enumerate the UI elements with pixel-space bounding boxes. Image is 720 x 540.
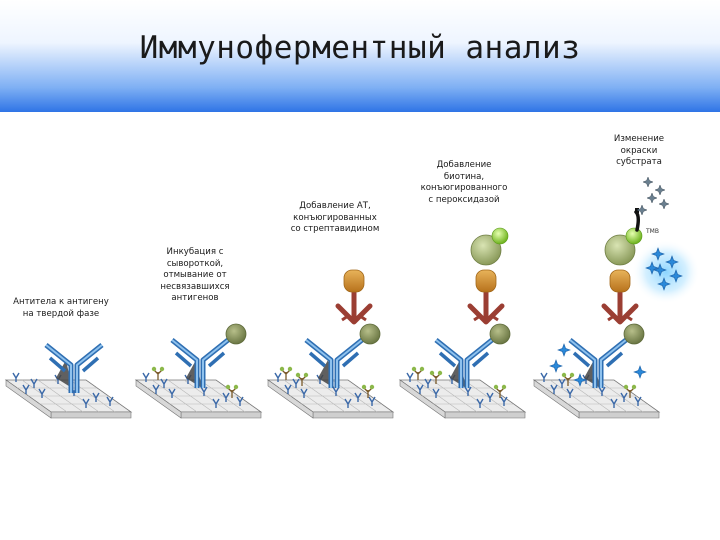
caption-line: Добавление bbox=[436, 160, 492, 170]
step-caption-3: Добавление АТ, конъюгированных со стрепт… bbox=[280, 201, 390, 236]
step-2-plate bbox=[135, 323, 262, 419]
caption-line: Изменение bbox=[613, 134, 665, 144]
step-caption-4: Добавление биотина, конъюгированного с п… bbox=[408, 160, 520, 206]
step-4-plate bbox=[399, 227, 526, 419]
caption-line: с пероксидазой bbox=[428, 194, 500, 205]
caption-line: отмывание от bbox=[163, 270, 227, 281]
caption-line: Антитела к антигену bbox=[13, 297, 109, 307]
step-caption-2: Инкубация с сывороткой, отмывание от нес… bbox=[150, 247, 240, 305]
caption-line: субстрата bbox=[616, 157, 662, 168]
caption-line: биотина, bbox=[443, 171, 485, 182]
caption-line: Добавление АТ, bbox=[299, 201, 371, 211]
caption-line: конъюгированного bbox=[420, 183, 508, 194]
caption-line: на твердой фазе bbox=[22, 308, 100, 319]
caption-line: несвязавшихся bbox=[160, 281, 230, 292]
header-band bbox=[0, 0, 720, 112]
caption-line: Инкубация с bbox=[166, 247, 224, 257]
step-caption-1: Антитела к антигену на твердой фазе bbox=[5, 297, 117, 320]
step-3-plate bbox=[267, 270, 394, 419]
step-caption-5: Изменение окраски субстрата bbox=[604, 134, 674, 169]
substrate-label: TMB bbox=[645, 228, 659, 235]
step-5-plate: TMB bbox=[533, 176, 700, 419]
caption-line: окраски bbox=[620, 145, 658, 156]
step-1-plate bbox=[5, 345, 132, 419]
caption-line: сывороткой, bbox=[166, 258, 224, 269]
caption-line: антигенов bbox=[171, 293, 219, 304]
page-title: Иммуноферментный анализ bbox=[139, 30, 581, 66]
caption-line: со стрептавидином bbox=[290, 224, 380, 235]
caption-line: конъюгированных bbox=[293, 212, 377, 223]
